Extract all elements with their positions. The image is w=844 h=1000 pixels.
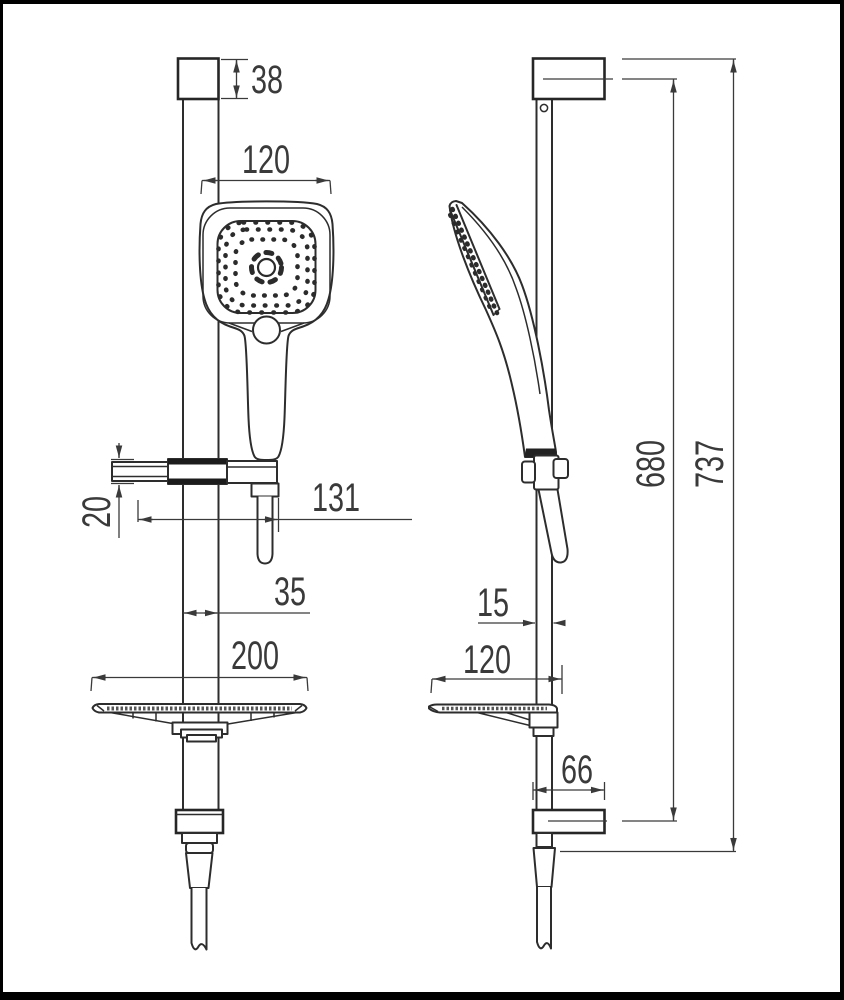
bottom-bracket-side: [531, 808, 606, 950]
slider-holder-side: [521, 454, 569, 564]
nozzle-band-side: [448, 206, 500, 316]
nozzle-pattern: [216, 220, 317, 315]
slider-holder-front: [111, 458, 280, 565]
dim-label-handset-width: 120: [241, 138, 291, 182]
dimension-lines: [90, 58, 737, 853]
screw-hole: [539, 103, 549, 113]
front-view: [91, 57, 335, 951]
dim-label-slider-height: 20: [75, 495, 119, 529]
mode-button: [252, 315, 281, 345]
dim-label-dish-width: 200: [230, 634, 280, 678]
hose-side: [537, 488, 569, 564]
dim-label-rail-depth: 15: [476, 581, 510, 625]
dim-label-rail-width: 35: [273, 570, 307, 614]
handset-side: [448, 200, 557, 458]
side-view: [428, 57, 606, 950]
dim-label-dish-depth: 120: [462, 638, 512, 682]
handset-front: [198, 200, 335, 461]
dim-label-bottom-bracket-depth: 66: [560, 748, 594, 792]
dim-label-bracket-centres: 680: [629, 439, 673, 489]
dim-label-slider-offset: 131: [311, 476, 361, 520]
bottom-fitting-front: [174, 808, 225, 951]
dim-label-overall-height: 737: [688, 439, 732, 489]
soap-dish-side: [428, 703, 559, 737]
soap-dish-front: [91, 703, 308, 743]
top-bracket-front: [176, 57, 220, 101]
dim-label-bracket-height: 38: [250, 58, 284, 102]
